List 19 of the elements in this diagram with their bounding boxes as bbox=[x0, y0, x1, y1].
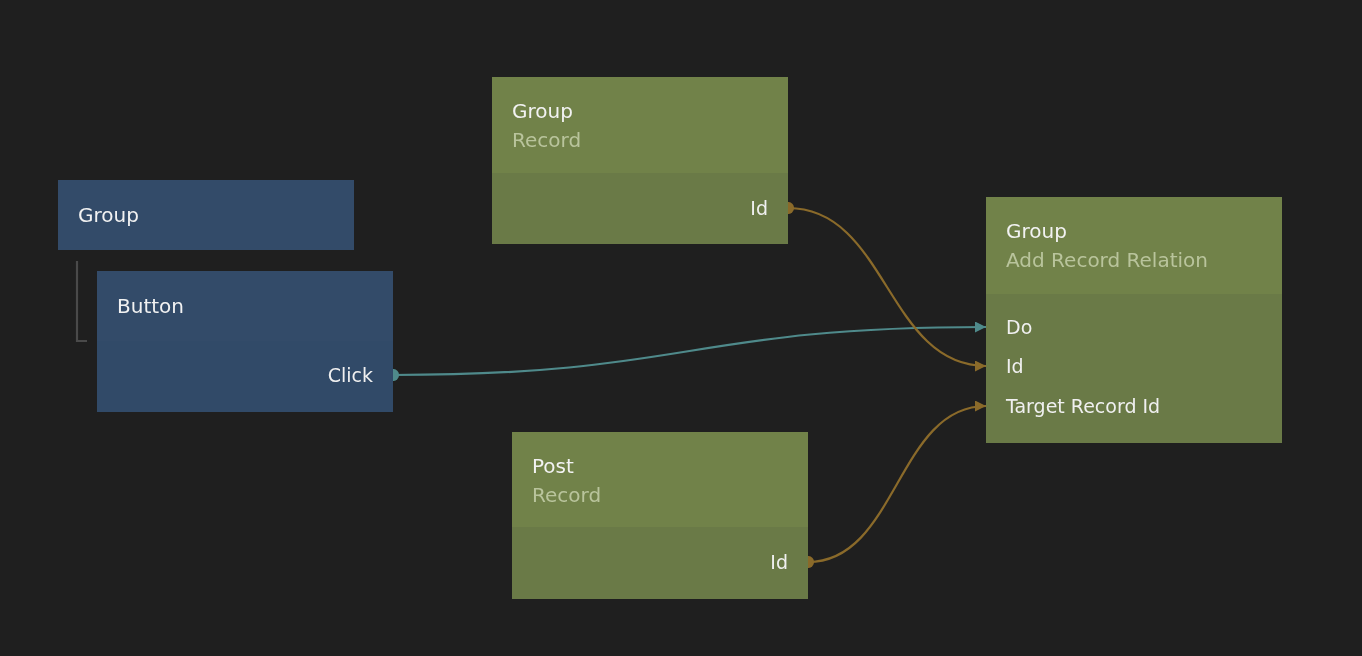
node-title: Post bbox=[532, 454, 574, 478]
port-label: Click bbox=[193, 362, 393, 388]
port-label: Id bbox=[608, 549, 808, 575]
node-card bbox=[512, 432, 808, 599]
node-title: Group bbox=[78, 203, 139, 227]
node-title: Group bbox=[512, 99, 573, 123]
port-label: Id bbox=[986, 353, 1186, 379]
node-title: Group bbox=[1006, 219, 1067, 243]
node-type: Record bbox=[512, 128, 582, 152]
node-type: Record bbox=[532, 483, 602, 507]
node-card bbox=[97, 271, 393, 412]
hierarchy-line bbox=[75, 261, 87, 343]
node-card bbox=[986, 197, 1282, 443]
node-type: Add Record Relation bbox=[1006, 248, 1208, 272]
port-label: Target Record Id bbox=[986, 393, 1186, 419]
node-card bbox=[492, 77, 788, 244]
node-title: Button bbox=[117, 294, 184, 318]
port-label: Do bbox=[986, 314, 1186, 340]
port-label: Id bbox=[588, 195, 788, 221]
